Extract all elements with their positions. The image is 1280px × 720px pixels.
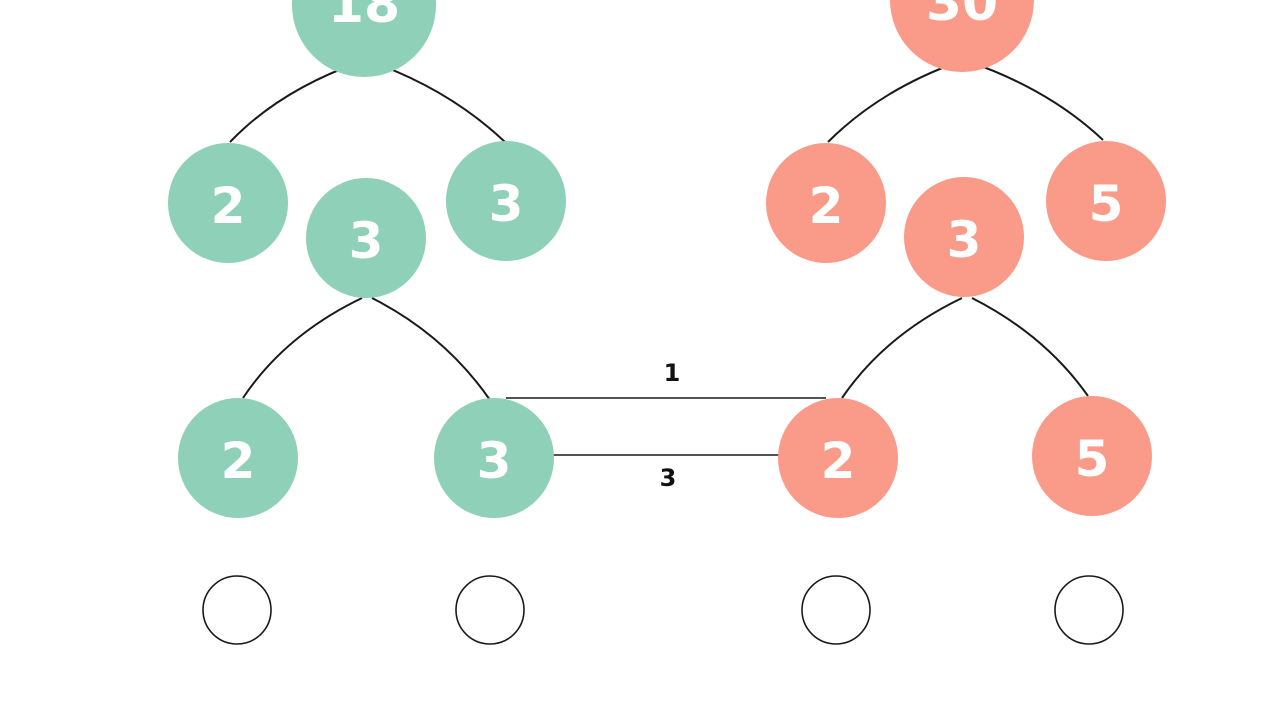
empty-answer-circle-1[interactable] [202,575,272,645]
left-sub-branch-left [242,297,363,399]
right-level2-label-1: 2 [809,177,844,235]
left-leaf-node-1: 2 [178,398,298,518]
right-level2-label-3: 5 [1089,175,1124,233]
empty-answer-circle-2[interactable] [455,575,525,645]
right-level2-node-2: 3 [904,177,1024,297]
right-leaf-label-2: 5 [1075,430,1110,488]
right-leaf-node-2: 5 [1032,396,1152,516]
right-level2-label-2: 3 [947,211,982,269]
left-root-label: 18 [328,0,400,35]
left-level2-label-3: 3 [489,175,524,233]
left-level2-label-1: 2 [211,177,246,235]
left-root-node: 18 [292,0,436,77]
left-level2-node-3: 3 [446,141,566,261]
right-sub-branch-left [841,297,963,399]
left-root-branch-left [229,61,361,143]
left-sub-branch-right [371,297,491,401]
connection-label-top: 1 [664,359,681,387]
left-leaf-node-2: 3 [434,398,554,518]
left-level2-node-1: 2 [168,143,288,263]
left-level2-node-2: 3 [306,178,426,298]
right-sub-branch-right [971,297,1089,397]
left-leaf-label-2: 3 [477,432,512,490]
right-level2-node-1: 2 [766,143,886,263]
right-leaf-node-1: 2 [778,398,898,518]
empty-answer-circle-4[interactable] [1054,575,1124,645]
right-root-branch-left [827,61,959,143]
left-root-branch-right [371,61,506,143]
left-leaf-label-1: 2 [221,432,256,490]
right-root-label: 30 [926,0,998,33]
right-root-branch-right [969,61,1104,141]
empty-answer-circle-3[interactable] [801,575,871,645]
right-root-node: 30 [890,0,1034,72]
right-level2-node-3: 5 [1046,141,1166,261]
right-leaf-label-1: 2 [821,432,856,490]
connection-label-bottom: 3 [660,464,677,492]
left-level2-label-2: 3 [349,212,384,270]
